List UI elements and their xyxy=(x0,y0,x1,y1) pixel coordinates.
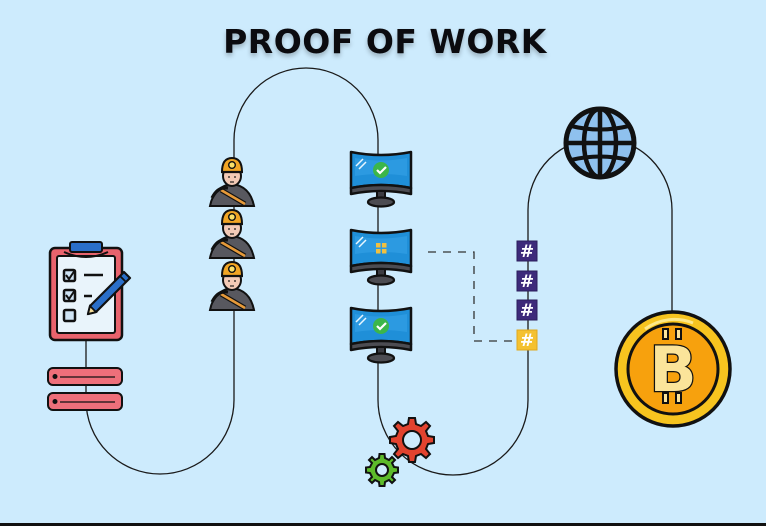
globe-icon xyxy=(563,106,637,180)
bitcoin-coin-icon: B xyxy=(614,310,732,428)
monitor-icon-verified-2 xyxy=(349,306,413,364)
bitcoin-glyph: B xyxy=(649,333,696,406)
clipboard-icon xyxy=(48,241,124,342)
miner-icon-1 xyxy=(210,158,254,206)
dashed-connector xyxy=(428,251,516,342)
transaction-bar-1 xyxy=(47,367,123,386)
miner-icon-3 xyxy=(210,262,254,310)
page-title: PROOF OF WORK xyxy=(223,22,547,61)
hash-block-4-solved xyxy=(516,329,538,352)
gear-icon-green xyxy=(365,453,399,487)
bottom-border xyxy=(0,523,766,526)
hash-block-1 xyxy=(516,240,538,263)
gear-icon-red xyxy=(389,417,435,463)
hash-block-3 xyxy=(516,299,538,322)
hash-block-2 xyxy=(516,270,538,293)
pencil-icon xyxy=(86,270,132,316)
transaction-bar-2 xyxy=(47,392,123,411)
monitor-icon-computing xyxy=(349,228,413,286)
miner-icon-2 xyxy=(210,210,254,258)
monitor-icon-verified-1 xyxy=(349,150,413,208)
